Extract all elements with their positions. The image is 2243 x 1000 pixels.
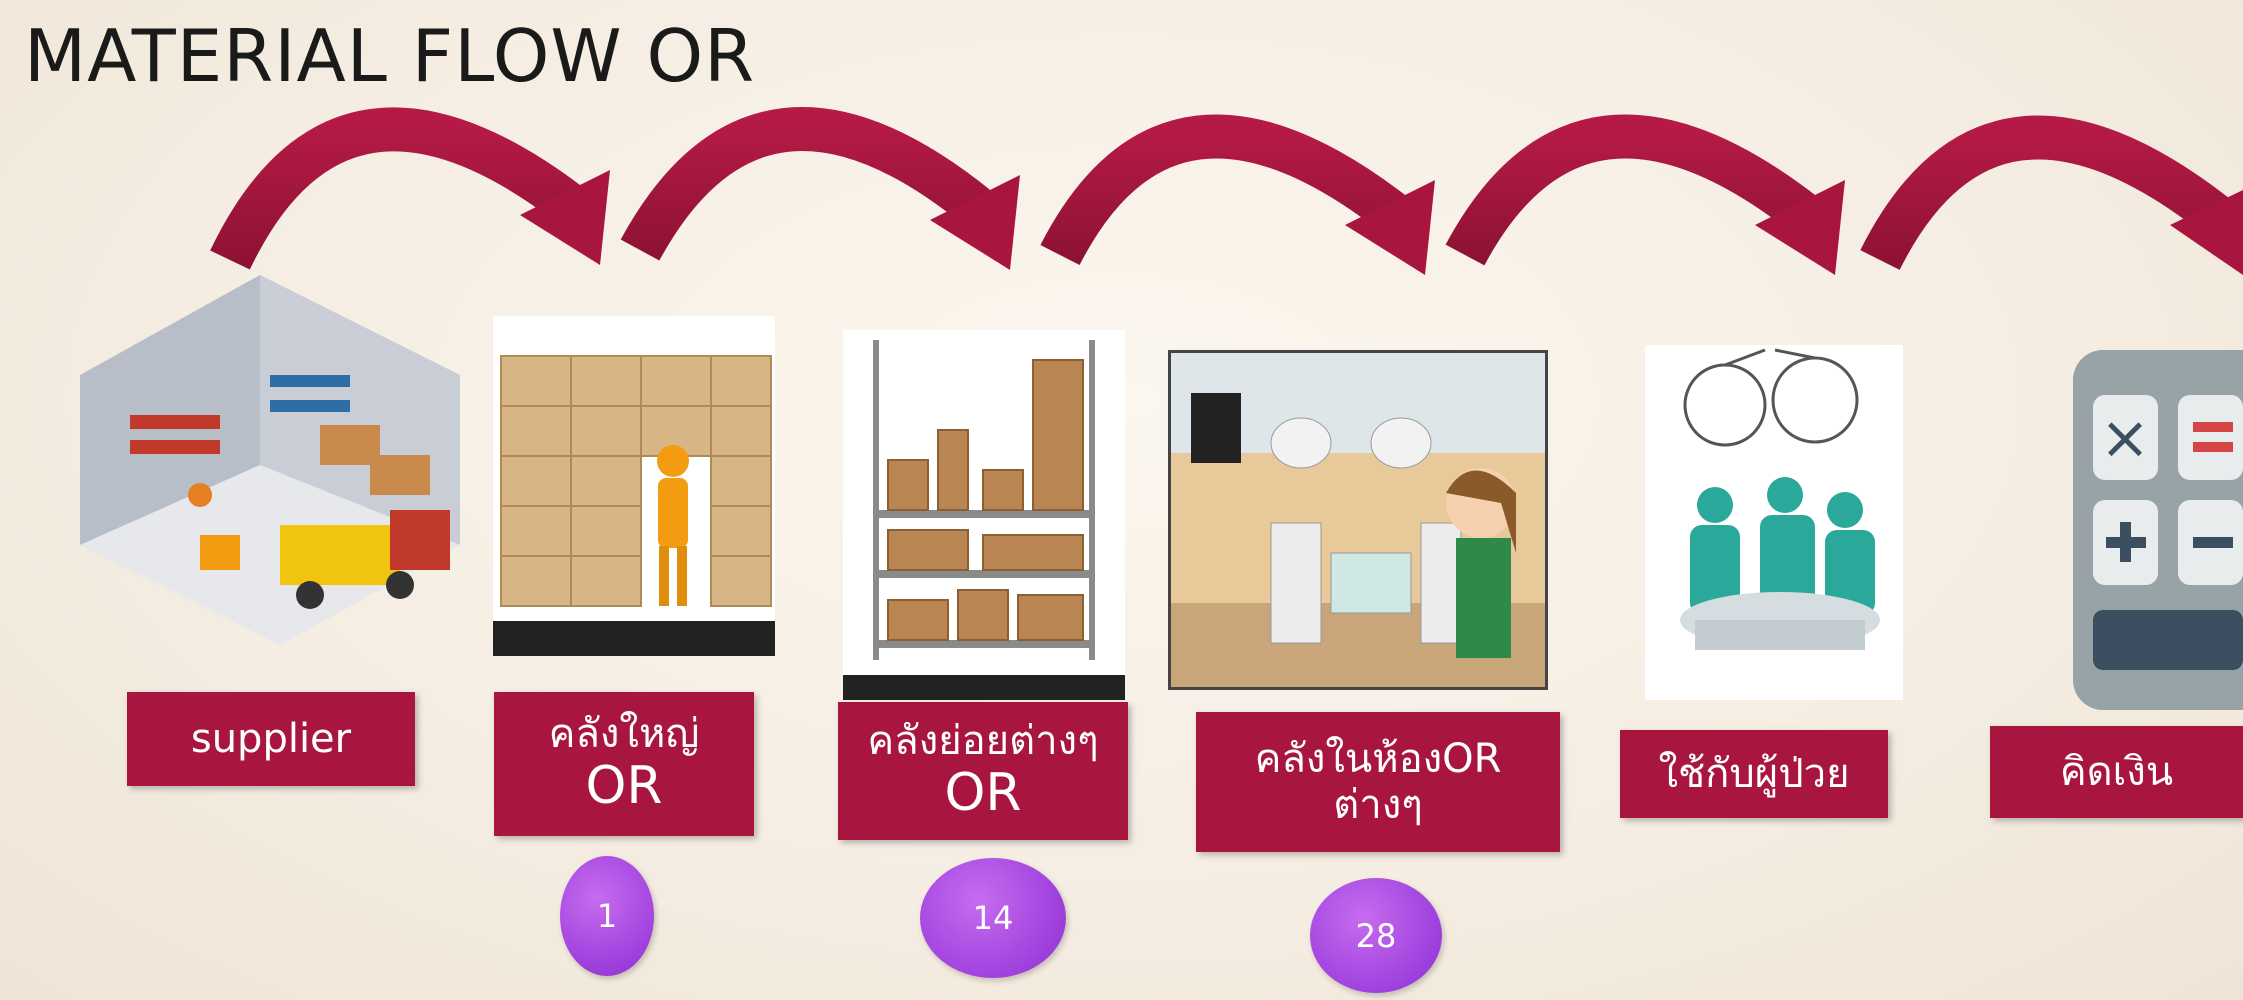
step-label-line1: ใช้กับผู้ป่วย <box>1658 751 1850 797</box>
step-label-line2: OR <box>585 756 663 817</box>
step-label-patient-use: ใช้กับผู้ป่วย <box>1620 730 1888 818</box>
step-label-line2: OR <box>944 763 1022 824</box>
step-label-line1: คลังย่อยต่างๆ <box>867 718 1099 765</box>
calculator-icon: × <box>2073 350 2243 710</box>
step-label-room-stores: คลังในห้องOR ต่างๆ <box>1196 712 1560 852</box>
step-label-supplier: supplier <box>127 692 415 786</box>
step-label-line1: คลังในห้องOR <box>1254 736 1502 782</box>
step-label-sub-stores: คลังย่อยต่างๆ OR <box>838 702 1128 840</box>
boxes-worker-icon <box>493 316 775 656</box>
shelves-icon <box>843 330 1125 700</box>
step-label-line1: supplier <box>190 716 352 762</box>
page-title: MATERIAL FLOW OR <box>24 14 756 98</box>
step-label-billing: คิดเงิน <box>1990 726 2243 818</box>
count-badge-14: 14 <box>920 858 1066 978</box>
count-badge-1: 1 <box>560 856 654 976</box>
step-label-line1: คิดเงิน <box>2059 749 2174 795</box>
step-label-main-store: คลังใหญ่ OR <box>494 692 754 836</box>
count-badge-28: 28 <box>1310 878 1442 993</box>
operating-room-icon <box>1168 350 1548 690</box>
arrow-3 <box>1040 114 1435 275</box>
arrow-2 <box>620 107 1020 270</box>
warehouse-icon <box>70 265 470 655</box>
arrow-1 <box>210 107 610 270</box>
arrow-5 <box>1860 115 2243 275</box>
step-label-line2: ต่างๆ <box>1333 782 1423 828</box>
step-label-line1: คลังใหญ่ <box>548 711 700 758</box>
arrow-4 <box>1445 114 1845 275</box>
surgery-team-icon <box>1645 345 1903 700</box>
svg-text:×: × <box>2100 403 2150 473</box>
